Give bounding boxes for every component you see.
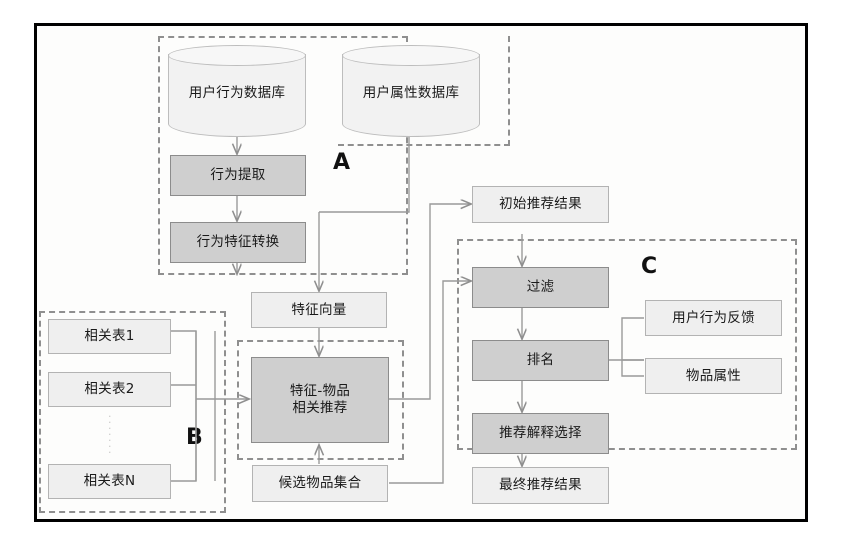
node-recommendation-explanation-selection[interactable]: 推荐解释选择 [472, 413, 609, 454]
node-feature-item-recommendation-label: 特征-物品 相关推荐 [289, 383, 351, 416]
node-feature-vector[interactable]: 特征向量 [251, 292, 387, 328]
node-behavior-feature-transform[interactable]: 行为特征转换 [170, 222, 306, 263]
group-a-boundary-extension [338, 36, 510, 146]
node-behavior-extraction[interactable]: 行为提取 [170, 155, 306, 196]
node-user-behavior-feedback[interactable]: 用户行为反馈 [645, 300, 782, 336]
group-a-label: A [333, 150, 351, 175]
group-b-label: B [186, 425, 203, 450]
group-b-boundary [39, 311, 226, 513]
node-related-table-1[interactable]: 相关表1 [48, 319, 171, 354]
user-behavior-db-label: 用户行为数据库 [188, 85, 286, 101]
node-initial-recommendation-result[interactable]: 初始推荐结果 [472, 186, 609, 223]
cylinder-body [342, 54, 480, 137]
ellipsis-vertical: ······· [108, 410, 112, 459]
node-related-table-2[interactable]: 相关表2 [48, 372, 171, 407]
cylinder-top [342, 45, 480, 66]
group-c-label: C [641, 254, 658, 279]
user-attribute-db: 用户属性数据库 [342, 45, 480, 137]
user-behavior-db: 用户行为数据库 [168, 45, 306, 137]
node-item-attribute[interactable]: 物品属性 [645, 358, 782, 394]
node-feature-item-recommendation[interactable]: 特征-物品 相关推荐 [251, 357, 389, 443]
node-related-table-n[interactable]: 相关表N [48, 464, 171, 499]
node-filter[interactable]: 过滤 [472, 267, 609, 308]
user-attribute-db-label: 用户属性数据库 [362, 85, 460, 101]
node-final-recommendation-result[interactable]: 最终推荐结果 [472, 467, 609, 504]
group-middle-boundary [237, 340, 404, 460]
node-ranking[interactable]: 排名 [472, 340, 609, 381]
node-candidate-item-set[interactable]: 候选物品集合 [252, 465, 388, 502]
cylinder-top [168, 45, 306, 66]
cylinder-body [168, 54, 306, 137]
